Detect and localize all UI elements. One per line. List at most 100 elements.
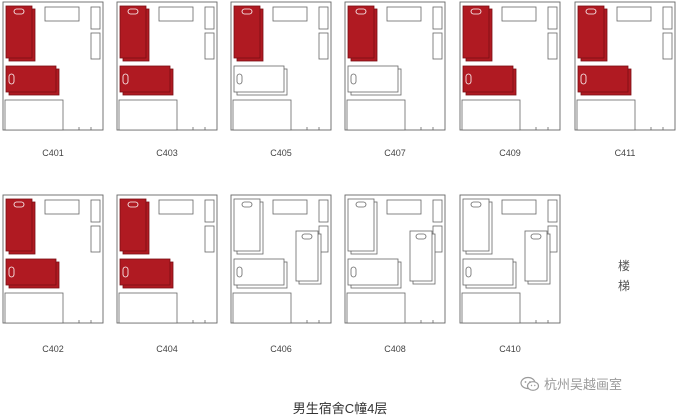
room-c408 [344,194,446,324]
room-c403 [116,1,218,131]
pillow [236,266,243,278]
bed [462,198,490,252]
storage-block [232,292,292,324]
room-label-c406: C406 [270,344,292,354]
wardrobe [318,32,329,60]
room-label-c408: C408 [384,344,406,354]
room-label-c402: C402 [42,344,64,354]
room-label-c407: C407 [384,148,406,158]
storage-block [346,99,406,131]
pillow [13,201,25,208]
bed [524,230,548,282]
pillow [350,73,357,85]
storage-block [346,292,406,324]
room-label-c410: C410 [499,344,521,354]
room-c405 [230,1,332,131]
pillow [415,233,427,240]
wardrobe [204,32,215,60]
storage-block [232,99,292,131]
storage-block [118,292,178,324]
wardrobe [90,32,101,60]
pillow [241,8,253,15]
wardrobe [318,199,329,223]
storage-block [4,292,64,324]
storage-block [461,99,521,131]
wardrobe [547,32,558,60]
wardrobe [90,199,101,223]
bed [233,5,261,59]
wardrobe [547,199,558,223]
pillow [470,8,482,15]
pillow [8,73,15,85]
desk [158,199,194,215]
bed [5,198,33,252]
wardrobe [204,225,215,253]
pillow [127,201,139,208]
pillow [585,8,597,15]
pillow [470,201,482,208]
bed [295,230,319,282]
bed [119,5,147,59]
wardrobe [204,6,215,30]
wardrobe [432,6,443,30]
pillow [13,8,25,15]
pillow [465,266,472,278]
stairs-label: 楼梯 [618,259,631,293]
room-c406 [230,194,332,324]
wardrobe [318,6,329,30]
wardrobe [432,32,443,60]
pillow [127,8,139,15]
desk [158,6,194,22]
wardrobe [662,6,673,30]
pillow [465,73,472,85]
room-c404 [116,194,218,324]
bed [462,5,490,59]
desk [616,6,652,22]
room-label-c409: C409 [499,148,521,158]
pillow [8,266,15,278]
room-c410 [459,194,561,324]
desk [44,6,80,22]
watermark-text: 杭州吴越画室 [544,377,623,392]
room-label-c411: C411 [614,148,636,158]
wardrobe [547,6,558,30]
wardrobe [204,199,215,223]
pillow [530,233,542,240]
desk [44,199,80,215]
room-c407 [344,1,446,131]
wardrobe [432,199,443,223]
pillow [236,73,243,85]
wardrobe [90,225,101,253]
desk [272,199,308,215]
room-c401 [2,1,104,131]
pillow [122,266,129,278]
room-label-c405: C405 [270,148,292,158]
pillow [241,201,253,208]
wechat-icon [520,376,540,391]
bed [577,5,605,59]
pillow [301,233,313,240]
desk [501,6,537,22]
room-c402 [2,194,104,324]
room-c409 [459,1,561,131]
room-label-c404: C404 [156,344,178,354]
bed [347,198,375,252]
storage-block [576,99,636,131]
desk [386,199,422,215]
room-label-c401: C401 [42,148,64,158]
pillow [580,73,587,85]
wardrobe [90,6,101,30]
pillow [122,73,129,85]
page-title: 男生宿舍C幢4层 [292,401,388,416]
room-c411 [574,1,676,131]
desk [272,6,308,22]
storage-block [118,99,178,131]
bed [233,198,261,252]
bed [409,230,433,282]
bed [347,5,375,59]
desk [501,199,537,215]
wardrobe [662,32,673,60]
bed [577,65,629,93]
room-label-c403: C403 [156,148,178,158]
